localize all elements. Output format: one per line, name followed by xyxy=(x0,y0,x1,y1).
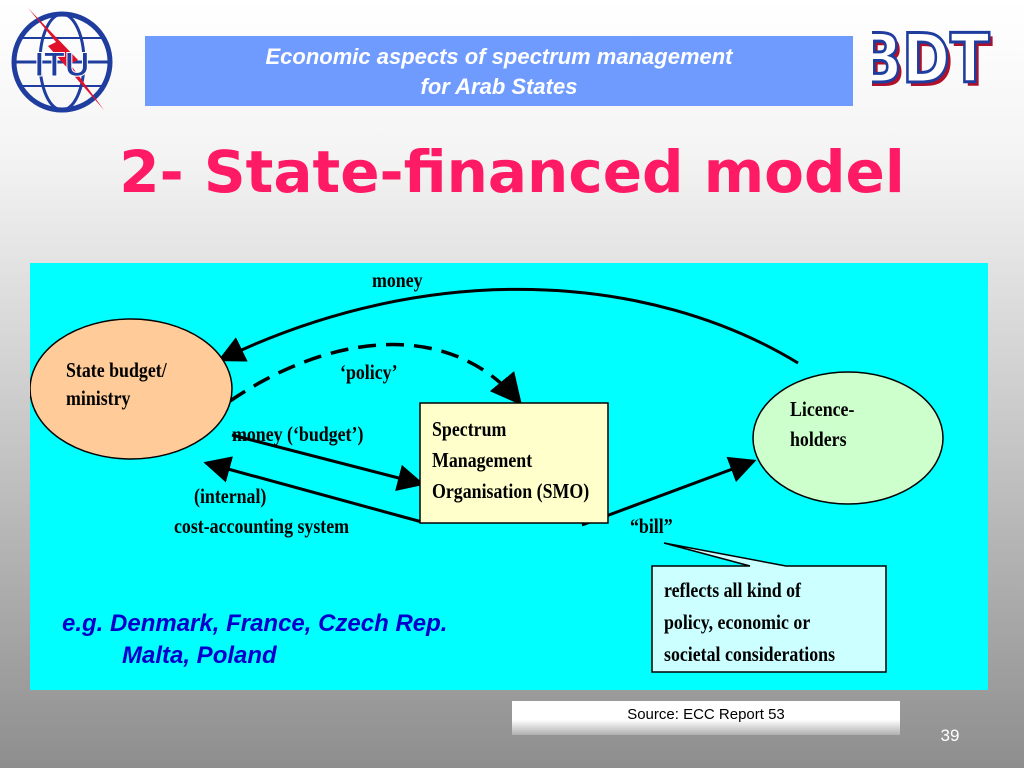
header-banner: Economic aspects of spectrum management … xyxy=(145,36,853,106)
policy-arrow xyxy=(229,342,523,406)
page-number: 39 xyxy=(940,726,960,745)
licence-holders-label: Licence- holders xyxy=(790,394,854,454)
cost-accounting-label: cost-accounting system xyxy=(174,514,350,538)
examples-text: e.g. Denmark, France, Czech Rep. Malta, … xyxy=(62,608,447,672)
header-title-line2: for Arab States xyxy=(420,74,578,99)
smo-label: Spectrum Management Organisation (SMO) xyxy=(432,414,589,507)
licence-holders-line1: Licence- xyxy=(790,397,855,421)
callout-line3: societal considerations xyxy=(664,642,836,666)
bdt-logo-shadow: BDT xyxy=(872,22,993,94)
bill-label: “bill” xyxy=(630,514,673,538)
state-budget-line1: State budget/ xyxy=(66,358,167,382)
examples-line2: Malta, Poland xyxy=(122,642,277,669)
smo-line3: Organisation (SMO) xyxy=(432,479,590,503)
callout-box xyxy=(651,542,887,673)
money-top-label: money xyxy=(372,268,423,292)
slide-title: 2- State-financed model xyxy=(119,138,905,206)
money-top-arrow xyxy=(217,287,799,365)
callout-text: reflects all kind of policy, economic or… xyxy=(664,574,835,670)
smo-line2: Management xyxy=(432,448,533,472)
cost-accounting-arrow xyxy=(203,456,423,524)
state-budget-label: State budget/ ministry xyxy=(66,356,167,412)
money-budget-label: money (‘budget’) xyxy=(232,422,364,446)
policy-label: ‘policy’ xyxy=(340,360,398,384)
callout-line2: policy, economic or xyxy=(664,610,811,634)
itu-logo-text: ITU xyxy=(35,46,90,84)
smo-line1: Spectrum xyxy=(432,417,507,441)
state-budget-line2: ministry xyxy=(66,386,131,410)
source-note: Source: ECC Report 53 xyxy=(512,701,900,735)
diagram-arrows xyxy=(30,287,944,673)
internal-label: (internal) xyxy=(194,484,267,508)
diagram-panel xyxy=(30,263,988,690)
examples-line1: e.g. Denmark, France, Czech Rep. xyxy=(62,610,448,637)
itu-logo: ITU xyxy=(11,8,113,113)
bill-arrow xyxy=(581,456,757,527)
state-budget-ellipse xyxy=(30,318,233,460)
smo-box xyxy=(419,402,609,524)
bdt-logo: BDT BDT xyxy=(872,17,993,94)
money-budget-arrow xyxy=(231,433,425,492)
bdt-logo-text: BDT xyxy=(872,18,990,94)
licence-holders-ellipse xyxy=(752,371,944,505)
header-title-line1: Economic aspects of spectrum management xyxy=(265,44,733,69)
licence-holders-line2: holders xyxy=(790,427,847,451)
callout-line1: reflects all kind of xyxy=(664,578,802,602)
